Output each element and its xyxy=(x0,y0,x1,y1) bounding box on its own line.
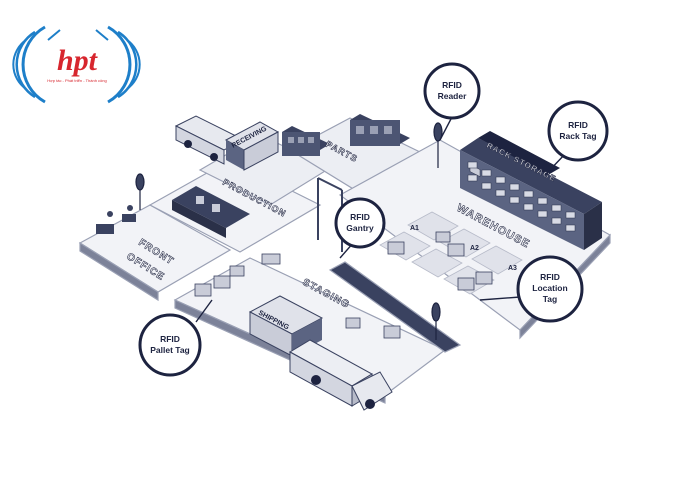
rack-storage-sign xyxy=(478,131,560,175)
callout-rfid-gantry: RFID Gantry xyxy=(334,197,386,249)
logo-brand: hpt xyxy=(57,44,99,77)
callout-rfid-location-tag: RFID Location Tag xyxy=(516,255,584,323)
floor-marker-a3: A3 xyxy=(508,265,517,272)
callout-rfid-location-tag-line1: RFID xyxy=(540,272,560,282)
antenna-icon xyxy=(431,302,441,340)
callout-rfid-reader-line1: RFID xyxy=(442,80,462,90)
callout-rfid-rack-tag: RFID Rack Tag xyxy=(547,100,609,162)
rfid-antennas xyxy=(135,122,443,340)
callout-rfid-location-tag-line2: Location xyxy=(532,283,567,293)
warehouse-pallets xyxy=(387,231,493,291)
staging-pallets xyxy=(194,253,401,339)
callout-rfid-reader-line2: Reader xyxy=(438,91,468,101)
parts-machinery xyxy=(282,114,410,156)
rack-storage: RACK STORAGE xyxy=(460,131,602,250)
callout-rfid-gantry-line1: RFID xyxy=(350,212,370,222)
callout-rfid-rack-tag-line2: Rack Tag xyxy=(559,131,596,141)
floor-marker-a1: A1 xyxy=(410,225,419,232)
hpt-logo: hpt Hợp tác - Phát triển - Thành công xyxy=(12,25,141,104)
antenna-icon xyxy=(135,173,145,210)
callout-rfid-reader: RFID Reader xyxy=(423,62,481,120)
production-line xyxy=(172,186,250,238)
callout-rfid-rack-tag-line1: RFID xyxy=(568,120,588,130)
shipping-truck xyxy=(288,339,393,411)
callout-rfid-pallet-tag-line2: Pallet Tag xyxy=(150,345,190,355)
callout-rfid-location-tag-line3: Tag xyxy=(543,294,557,304)
rack-boxes xyxy=(467,161,576,232)
front-office-floor-edge xyxy=(79,241,159,302)
front-office-desks xyxy=(96,205,136,234)
callout-rfid-pallet-tag-line1: RFID xyxy=(160,334,180,344)
receiving-dock: RECEIVING xyxy=(224,121,280,171)
callout-rfid-gantry-line2: Gantry xyxy=(346,223,374,233)
production-floor xyxy=(148,159,322,253)
globe-icon xyxy=(12,25,141,104)
antenna-icon xyxy=(433,122,443,168)
staging-divider xyxy=(328,261,462,353)
floor-marker-a2: A2 xyxy=(470,245,479,252)
logo-slogan: Hợp tác - Phát triển - Thành công xyxy=(47,78,106,83)
callout-rfid-pallet-tag: RFID Pallet Tag xyxy=(138,313,202,377)
